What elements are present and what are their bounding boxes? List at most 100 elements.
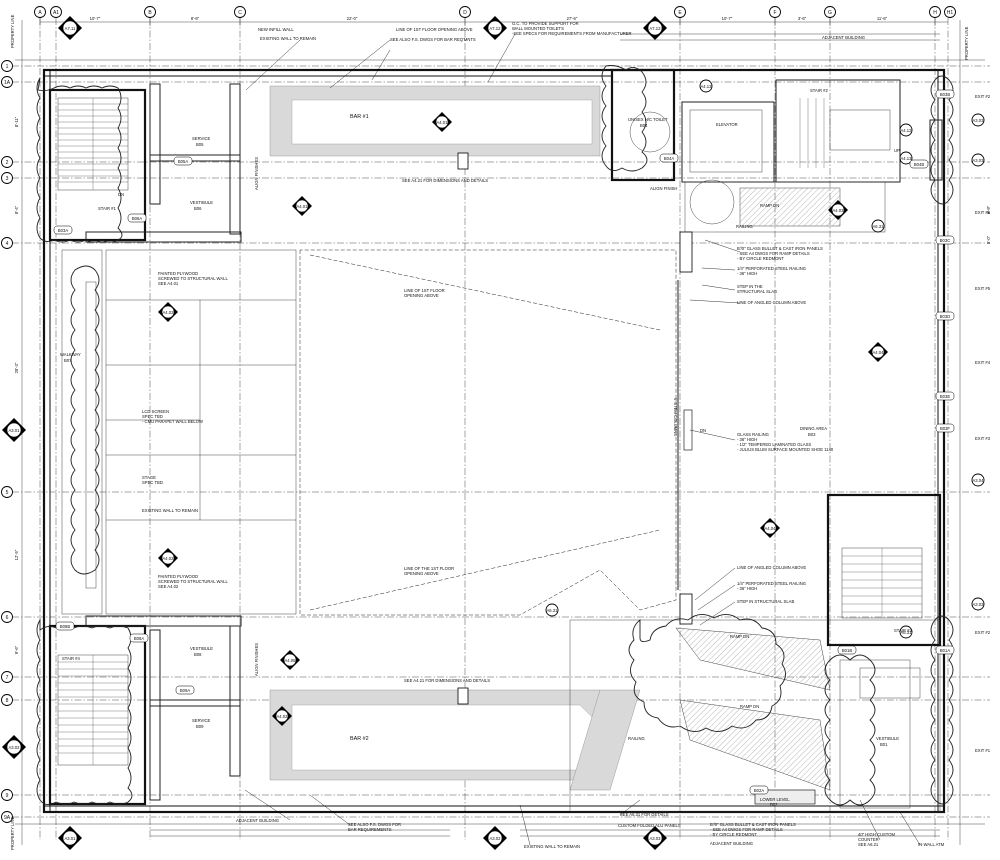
svg-text:A3.03: A3.03 [973, 602, 985, 607]
svg-text:ELEVATOR: ELEVATOR [716, 122, 738, 127]
svg-text:B09: B09 [196, 724, 204, 729]
grid-bubble: D [459, 6, 471, 18]
grid-bubble: G [824, 6, 836, 18]
svg-text:A6.31: A6.31 [873, 224, 885, 229]
svg-text:UNISEX H/C TOILET: UNISEX H/C TOILET [628, 117, 668, 122]
walkway-stage [61, 249, 297, 615]
svg-text:22'-0": 22'-0" [347, 16, 358, 21]
grid-bubble: H1 [944, 6, 956, 18]
svg-text:STEP IN THE: STEP IN THE [737, 284, 763, 289]
svg-text:ADJACENT BUILDING: ADJACENT BUILDING [822, 35, 865, 40]
top-ramp [679, 179, 886, 273]
svg-text:1: 1 [6, 64, 9, 70]
svg-text:A4.02: A4.02 [163, 556, 175, 561]
bottom-ramps [569, 593, 941, 813]
svg-text:E: E [678, 10, 682, 16]
svg-text:H1: H1 [947, 10, 954, 16]
svg-text:IN-WALL ATM: IN-WALL ATM [918, 842, 945, 847]
svg-text:A4.12: A4.12 [901, 128, 913, 133]
stair-3-area [826, 493, 942, 647]
svg-text:UP: UP [894, 148, 900, 153]
svg-text:LINE OF ANGLED COLUMN ABOVE: LINE OF ANGLED COLUMN ABOVE [737, 565, 806, 570]
svg-text:PAINTED PLYWOOD: PAINTED PLYWOOD [158, 271, 198, 276]
svg-text:A4.05: A4.05 [285, 658, 297, 663]
exit-labels: EXIT #2 EXIT #6 EXIT #5 EXIT #4 EXIT #3 … [975, 94, 991, 753]
grid-bubble: 4 [1, 237, 13, 249]
interior-callouts: A4.01 A4.01 A4.02 A4.02 A4.03 A4.04 A4.0… [158, 112, 888, 726]
svg-text:STAIR #3: STAIR #3 [894, 628, 913, 633]
svg-text:SEE A4.01: SEE A4.01 [158, 281, 179, 286]
svg-text:6: 6 [6, 615, 9, 621]
svg-text:28'-3": 28'-3" [14, 362, 19, 373]
svg-text:11'-6": 11'-6" [877, 16, 888, 21]
svg-text:27'-6": 27'-6" [567, 16, 578, 21]
svg-text:10'-7": 10'-7" [90, 16, 101, 21]
svg-text:SEE ALSO F.S. DWGS FOR BAR REQ: SEE ALSO F.S. DWGS FOR BAR REQ'MNTS [390, 37, 476, 42]
svg-text:3: 3 [6, 176, 9, 182]
svg-text:BAR #1: BAR #1 [350, 114, 369, 120]
svg-text:DINING AREA: DINING AREA [800, 426, 827, 431]
grid-bubble: 5 [1, 486, 13, 498]
svg-text:G: G [828, 10, 832, 16]
annotation-notes: NEW INFILL WALL EXISTING WALL TO REMAIN … [142, 21, 945, 849]
svg-text:VESTIBULE: VESTIBULE [876, 736, 899, 741]
svg-text:WALL MOUNTED TOILETS: WALL MOUNTED TOILETS [512, 26, 564, 31]
svg-text:DN: DN [700, 428, 706, 433]
grid-bubble: 7 [1, 671, 13, 683]
svg-text:A: A [38, 10, 42, 16]
svg-text:F: F [773, 10, 776, 16]
svg-text:B01A: B01A [940, 648, 950, 653]
svg-text:STEP IN STRUCTURAL SLAB: STEP IN STRUCTURAL SLAB [737, 599, 794, 604]
svg-text:H: H [933, 10, 937, 16]
svg-text:LCD SCREEN: LCD SCREEN [142, 409, 169, 414]
svg-text:B08: B08 [194, 652, 202, 657]
svg-text:STAIR #2: STAIR #2 [810, 88, 829, 93]
svg-text:DN: DN [118, 192, 124, 197]
svg-text:B03C: B03C [940, 238, 950, 243]
svg-text:B'/0" GLASS BULLET & CAST IRON: B'/0" GLASS BULLET & CAST IRON PANELS [710, 822, 796, 827]
svg-text:8'-6": 8'-6" [191, 16, 200, 21]
svg-text:B01B: B01B [842, 648, 852, 653]
svg-text:A6.31: A6.31 [901, 630, 913, 635]
svg-text:SERVICE: SERVICE [192, 136, 211, 141]
grid-bubble: 6 [1, 611, 13, 623]
grid-bubble: 3 [1, 172, 13, 184]
svg-text:PROPERTY LINE: PROPERTY LINE [10, 816, 15, 850]
svg-text:SEE A4.21 FOR DIMENSIONS AND D: SEE A4.21 FOR DIMENSIONS AND DETAILS [402, 178, 488, 183]
svg-text:SEE A6.21: SEE A6.21 [858, 842, 879, 847]
svg-text:VESTIBULE: VESTIBULE [190, 646, 213, 651]
grid-bubble: H [929, 6, 941, 18]
svg-text:ALIGN FINISHES: ALIGN FINISHES [254, 157, 259, 190]
stair-1-area [48, 83, 242, 243]
svg-text:STAGE: STAGE [142, 475, 156, 480]
svg-text:B02A: B02A [754, 788, 764, 793]
svg-text:EXIT #1: EXIT #1 [975, 748, 991, 753]
svg-text:- 36" HIGH: - 36" HIGH [737, 586, 757, 591]
svg-text:B03B: B03B [940, 92, 950, 97]
svg-text:BAR #2: BAR #2 [350, 736, 369, 742]
svg-text:9'-9": 9'-9" [986, 205, 991, 214]
grid-bubble: 1 [1, 60, 13, 72]
svg-text:SPEC TBD: SPEC TBD [142, 414, 163, 419]
svg-text:A3.04: A3.04 [973, 478, 985, 483]
svg-text:ADJACENT BUILDING: ADJACENT BUILDING [710, 841, 753, 846]
svg-text:40" HIGH CUSTOM: 40" HIGH CUSTOM [858, 832, 896, 837]
svg-text:B06: B06 [194, 206, 202, 211]
svg-text:SCREWED TO STRUCTURAL WALL: SCREWED TO STRUCTURAL WALL [158, 276, 228, 281]
grid-bubble: A [34, 6, 46, 18]
svg-text:A4.13: A4.13 [901, 156, 913, 161]
svg-text:CUSTOM FOLDED ALU PANELS: CUSTOM FOLDED ALU PANELS [618, 823, 681, 828]
svg-text:RAMP DN: RAMP DN [760, 203, 779, 208]
svg-text:A6.31: A6.31 [547, 608, 559, 613]
svg-text:B05A: B05A [178, 159, 188, 164]
svg-text:B04A: B04A [664, 156, 674, 161]
svg-text:STRUCTURAL SLAB: STRUCTURAL SLAB [737, 289, 777, 294]
svg-text:8'-4": 8'-4" [14, 205, 19, 214]
svg-text:B06A: B06A [132, 216, 142, 221]
svg-text:3'-6": 3'-6" [798, 16, 807, 21]
grid-bubble: E [674, 6, 686, 18]
svg-text:RAILING: RAILING [736, 224, 753, 229]
svg-text:A3.01: A3.01 [9, 428, 21, 433]
svg-text:STAIR #4: STAIR #4 [62, 656, 81, 661]
svg-text:9A: 9A [4, 815, 11, 821]
